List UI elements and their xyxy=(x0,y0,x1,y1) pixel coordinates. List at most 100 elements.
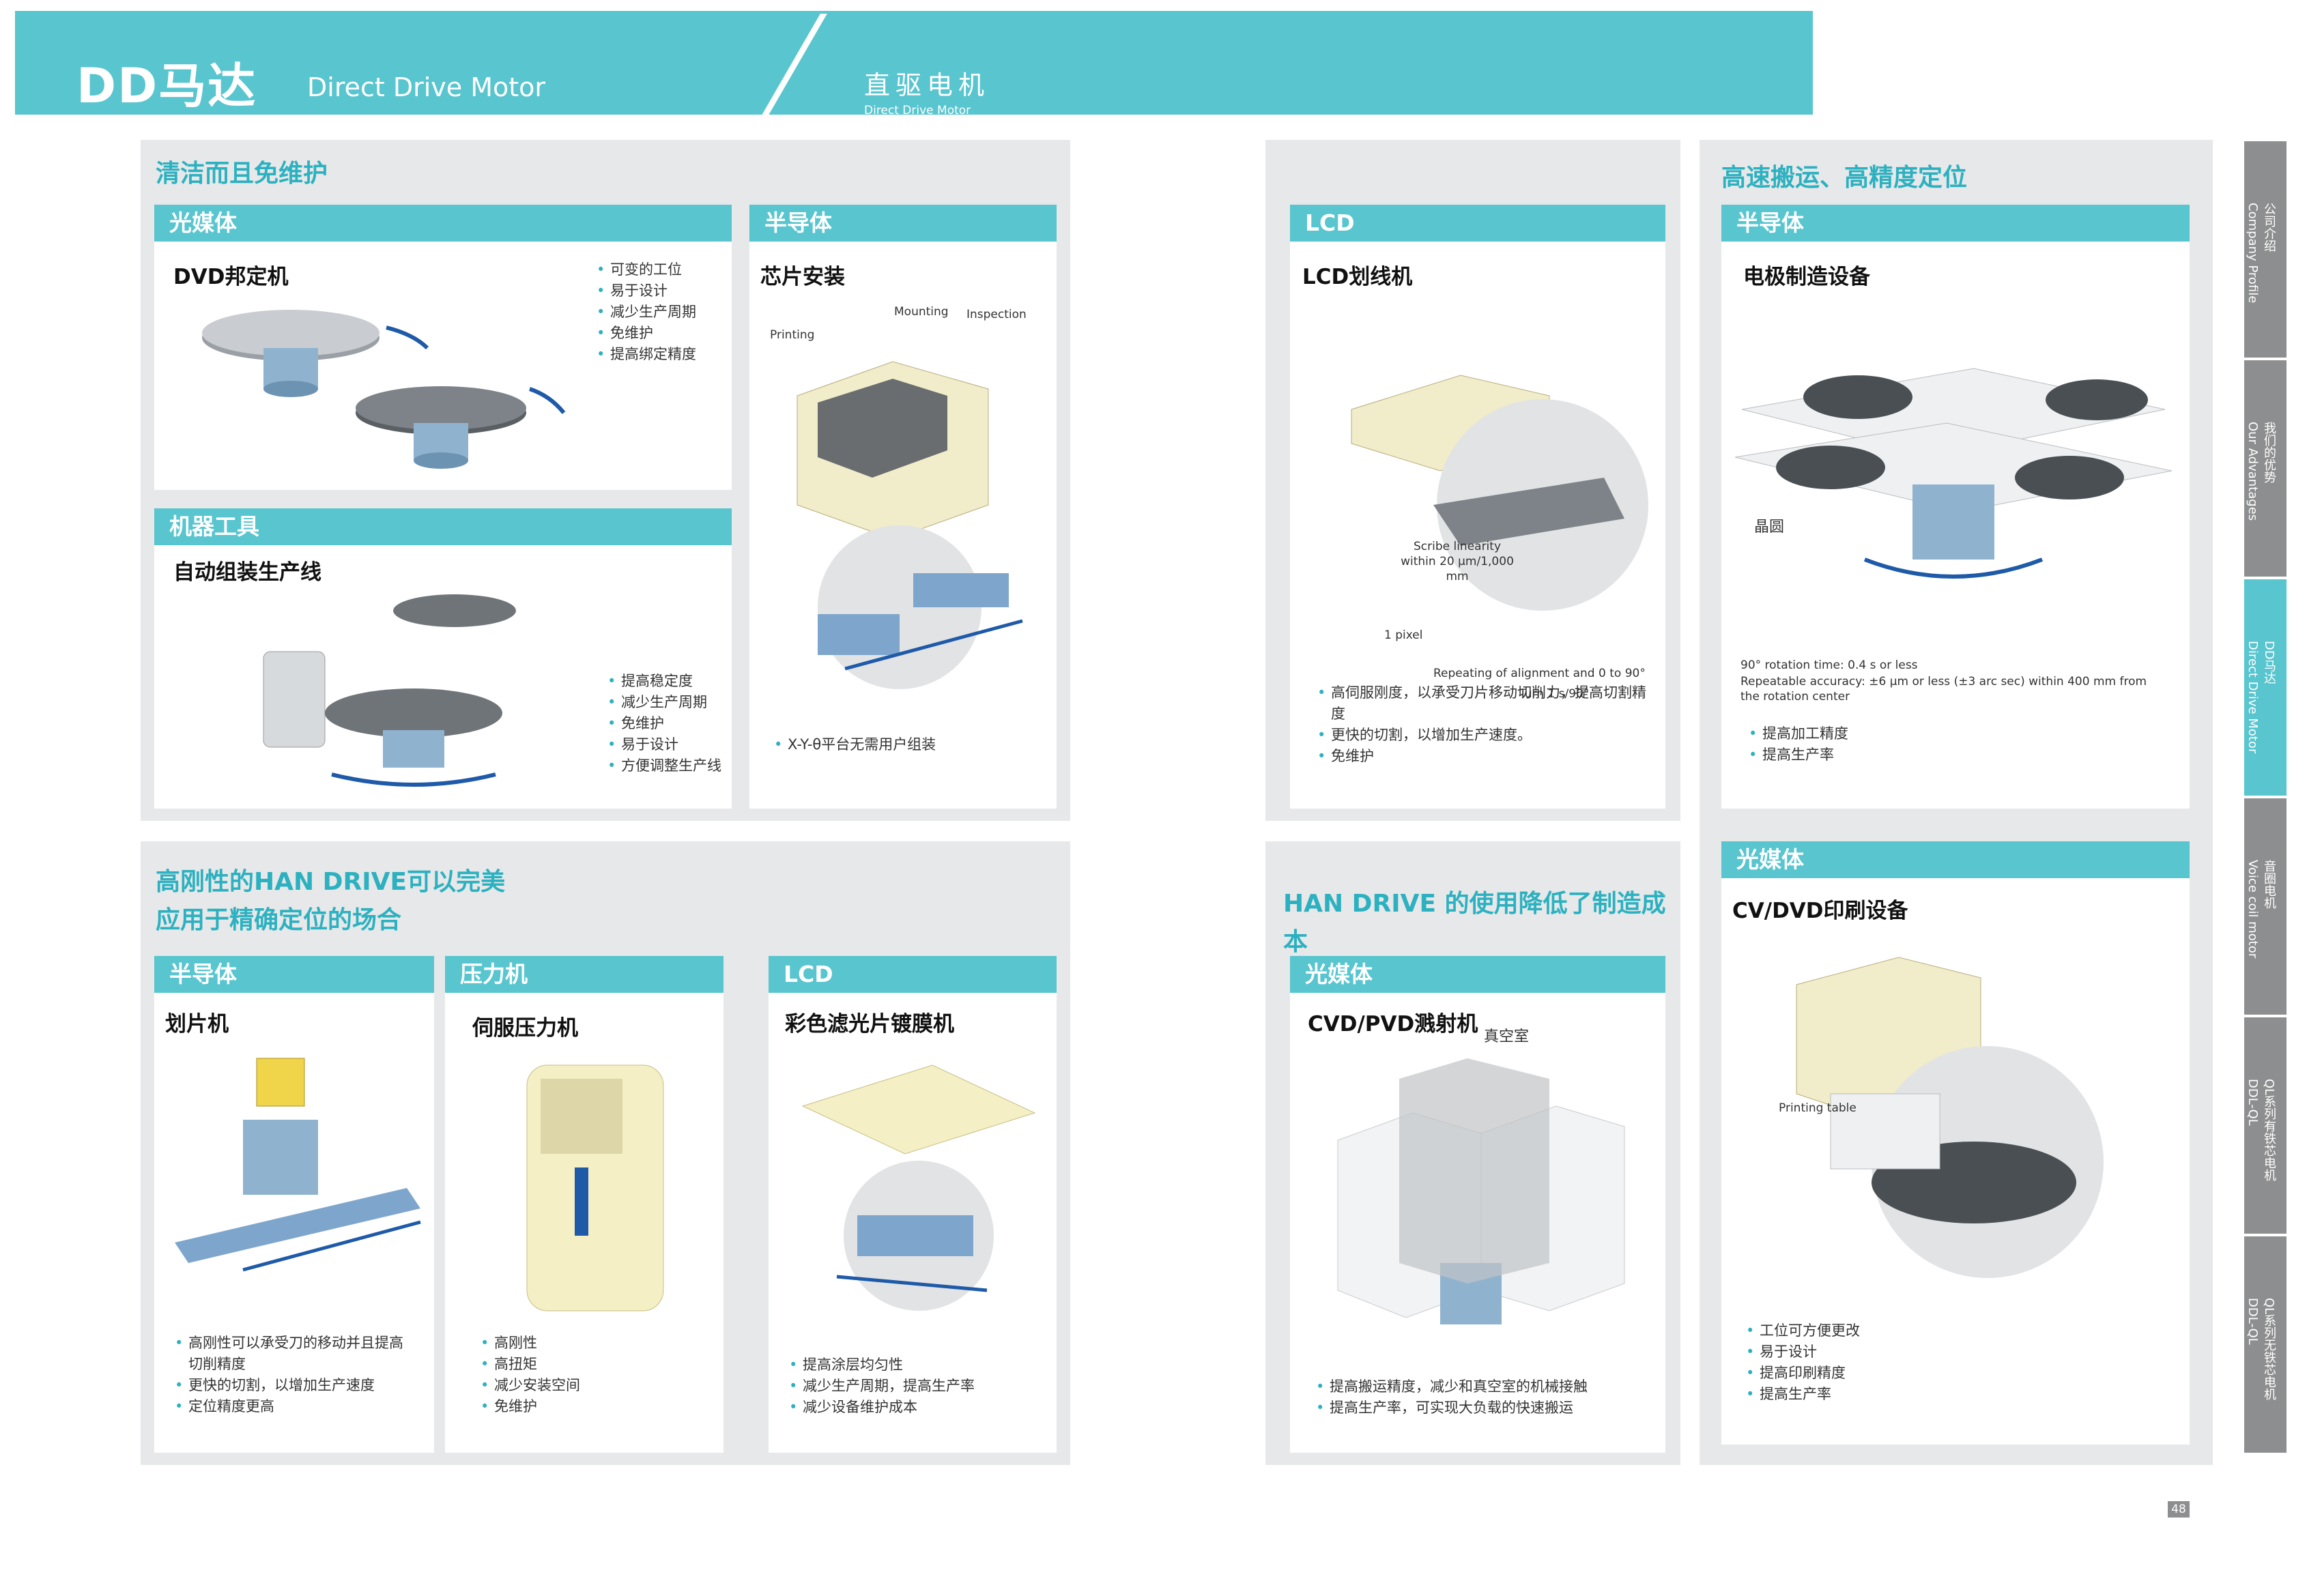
servo-press-illustration xyxy=(526,1064,664,1311)
header-banner: DD马达 Direct Drive Motor 直驱电机 Direct Driv… xyxy=(15,11,1813,117)
tab-label-cn: 音圈电机 xyxy=(2262,860,2276,909)
bullet-list: X-Y-θ平台无需用户组装 xyxy=(774,734,936,755)
bullet: 高刚性 xyxy=(481,1333,580,1354)
section-title-rigidity-2: 应用于精确定位的场合 xyxy=(156,906,402,934)
tab-label-en: Voice coil motor xyxy=(2246,860,2260,959)
card-bar: 半导体 xyxy=(749,205,1057,242)
sputtering-illustration xyxy=(1337,1058,1625,1324)
tab-label-en: DDL-QL xyxy=(2246,1298,2260,1345)
card-bar: 光媒体 xyxy=(154,205,732,242)
bullet: 提高加工精度 xyxy=(1749,723,1848,744)
tab-label-en: Direct Drive Motor xyxy=(2246,641,2260,754)
bullet: 高扭矩 xyxy=(481,1354,580,1375)
label-mounting: Mounting xyxy=(894,305,949,319)
electrode-illustration xyxy=(1734,368,2173,579)
dvd-bonding-illustration xyxy=(202,310,566,469)
dvd-printing-illustration xyxy=(1796,957,2104,1278)
bullet: 易于设计 xyxy=(607,734,721,755)
header-sub-en: Direct Drive Motor xyxy=(864,104,971,117)
bullet: 免维护 xyxy=(597,323,696,344)
bullet: 免维护 xyxy=(607,713,721,734)
bullet-list: 提高加工精度 提高生产率 xyxy=(1749,723,1848,766)
bullet: 提高印刷精度 xyxy=(1746,1363,1860,1384)
card-electrode: 半导体 电极制造设备 晶圆 90° rotation time: 0.4 s o… xyxy=(1721,205,2190,809)
section-title-clean: 清洁而且免维护 xyxy=(156,160,328,188)
header-divider xyxy=(760,14,827,117)
bullet: 减少生产周期 xyxy=(597,302,696,323)
color-filter-illustration xyxy=(801,1064,1036,1311)
card-lcd-scribing: LCD LCD划线机 Scribe linearity within 20 μm… xyxy=(1290,205,1665,809)
card-bar: 机器工具 xyxy=(154,508,732,545)
card-bar: 半导体 xyxy=(1721,205,2190,242)
bullet: 提高生产率，可实现大负载的快速搬运 xyxy=(1316,1397,1588,1419)
tab-label-cn: DD马达 xyxy=(2262,641,2276,684)
panel-cost: HAN DRIVE 的使用降低了制造成本 光媒体 CVD/PVD溅射机 真空室 … xyxy=(1265,841,1680,1465)
bullet: 可变的工位 xyxy=(597,259,696,280)
panel-high-speed: 高速搬运、高精度定位 半导体 电极制造设备 晶圆 90° rotation ti… xyxy=(1700,140,2213,1465)
card-title: DVD邦定机 xyxy=(173,265,289,289)
card-dicing: 半导体 划片机 高刚性可以承受刀的移动并且提高切削精度 更快的切割，以增加生产速… xyxy=(154,956,434,1453)
bullet: 更快的切割，以增加生产速度 xyxy=(175,1375,407,1396)
bullet: 减少生产周期，提高生产率 xyxy=(789,1376,975,1397)
bullet-list: 高伺服刚度，以承受刀片移动切削力，提高切割精度 更快的切割，以增加生产速度。 免… xyxy=(1317,682,1652,767)
card-title: CVD/PVD溅射机 xyxy=(1308,1012,1478,1036)
tab-label-en: Our Advantages xyxy=(2246,422,2260,521)
label-repeatable-accuracy: Repeatable accuracy: ±6 μm or less (±3 a… xyxy=(1740,675,2147,703)
bullet: 免维护 xyxy=(481,1396,580,1417)
bullet: 提高涂层均匀性 xyxy=(789,1354,975,1376)
bullet-list: 提高搬运精度，减少和真空室的机械接触 提高生产率，可实现大负载的快速搬运 xyxy=(1316,1376,1588,1419)
tab-label-cn: QL系列有铁芯电机 xyxy=(2262,1079,2276,1182)
label-pixel: 1 pixel xyxy=(1384,628,1423,642)
bullet: 减少设备维护成本 xyxy=(789,1397,975,1418)
label-wafer: 晶圆 xyxy=(1754,519,1785,536)
card-title: 电极制造设备 xyxy=(1743,265,1870,289)
label-scribe-linearity: Scribe linearity within 20 μm/1,000 mm xyxy=(1401,540,1514,583)
card-bar: 光媒体 xyxy=(1290,956,1665,993)
bullet: 提高绑定精度 xyxy=(597,344,696,365)
bullet: 工位可方便更改 xyxy=(1746,1320,1860,1341)
panel-clean: 清洁而且免维护 光媒体 DVD邦定机 可变的工位 易于设计 减少生产周期 免维护… xyxy=(141,140,1070,821)
bullet: 更快的切割，以增加生产速度。 xyxy=(1317,725,1652,746)
bullet: 高刚性可以承受刀的移动并且提高切削精度 xyxy=(175,1333,407,1375)
section-title-high-speed: 高速搬运、高精度定位 xyxy=(1721,164,1968,192)
label-printing-table: Printing table xyxy=(1779,1101,1857,1115)
bullet: 高伺服刚度，以承受刀片移动切削力，提高切割精度 xyxy=(1317,682,1652,725)
card-bar: 半导体 xyxy=(154,956,434,993)
card-bar: 压力机 xyxy=(445,956,723,993)
bullet-list: 高刚性可以承受刀的移动并且提高切削精度 更快的切割，以增加生产速度 定位精度更高 xyxy=(175,1333,407,1417)
assembly-illustration xyxy=(263,594,516,787)
bullet-list: 工位可方便更改 易于设计 提高印刷精度 提高生产率 xyxy=(1746,1320,1860,1405)
label-alignment: Repeating of alignment and 0 to 90° xyxy=(1433,667,1646,680)
card-title: 划片机 xyxy=(165,1012,229,1036)
header-title-en: Direct Drive Motor xyxy=(307,72,546,102)
card-bar: LCD xyxy=(769,956,1057,993)
bullet: 易于设计 xyxy=(597,280,696,302)
tab-label-cn: 公司介绍 xyxy=(2262,203,2276,252)
card-title: 芯片安装 xyxy=(760,265,845,289)
bullet-list: 提高涂层均匀性 减少生产周期，提高生产率 减少设备维护成本 xyxy=(789,1354,975,1418)
page-number: 48 xyxy=(2168,1501,2190,1518)
dicing-illustration xyxy=(175,1058,421,1272)
panel-lcd: LCD LCD划线机 Scribe linearity within 20 μm… xyxy=(1265,140,1680,821)
card-title: 自动组装生产线 xyxy=(173,560,321,585)
lcd-scribing-illustration xyxy=(1351,375,1648,611)
bullet: 减少安装空间 xyxy=(481,1375,580,1396)
bullet-list: 提高稳定度 减少生产周期 免维护 易于设计 方便调整生产线 xyxy=(607,671,721,777)
card-color-filter: LCD 彩色滤光片镀膜机 提高涂层均匀性 减少生产周期，提高生产率 减少设备维护… xyxy=(769,956,1057,1453)
bullet-list: 可变的工位 易于设计 减少生产周期 免维护 提高绑定精度 xyxy=(597,259,696,365)
section-title-cost: HAN DRIVE 的使用降低了制造成本 xyxy=(1283,890,1666,956)
card-title: CV/DVD印刷设备 xyxy=(1732,899,1908,923)
tab-label-en: Company Profile xyxy=(2246,203,2260,304)
bullet: 方便调整生产线 xyxy=(607,755,721,777)
tab-label-cn: QL系列无铁芯电机 xyxy=(2262,1298,2276,1401)
tab-label-cn: 我们的优势 xyxy=(2262,422,2276,483)
tab-label-en: DDL-QL xyxy=(2246,1079,2260,1126)
